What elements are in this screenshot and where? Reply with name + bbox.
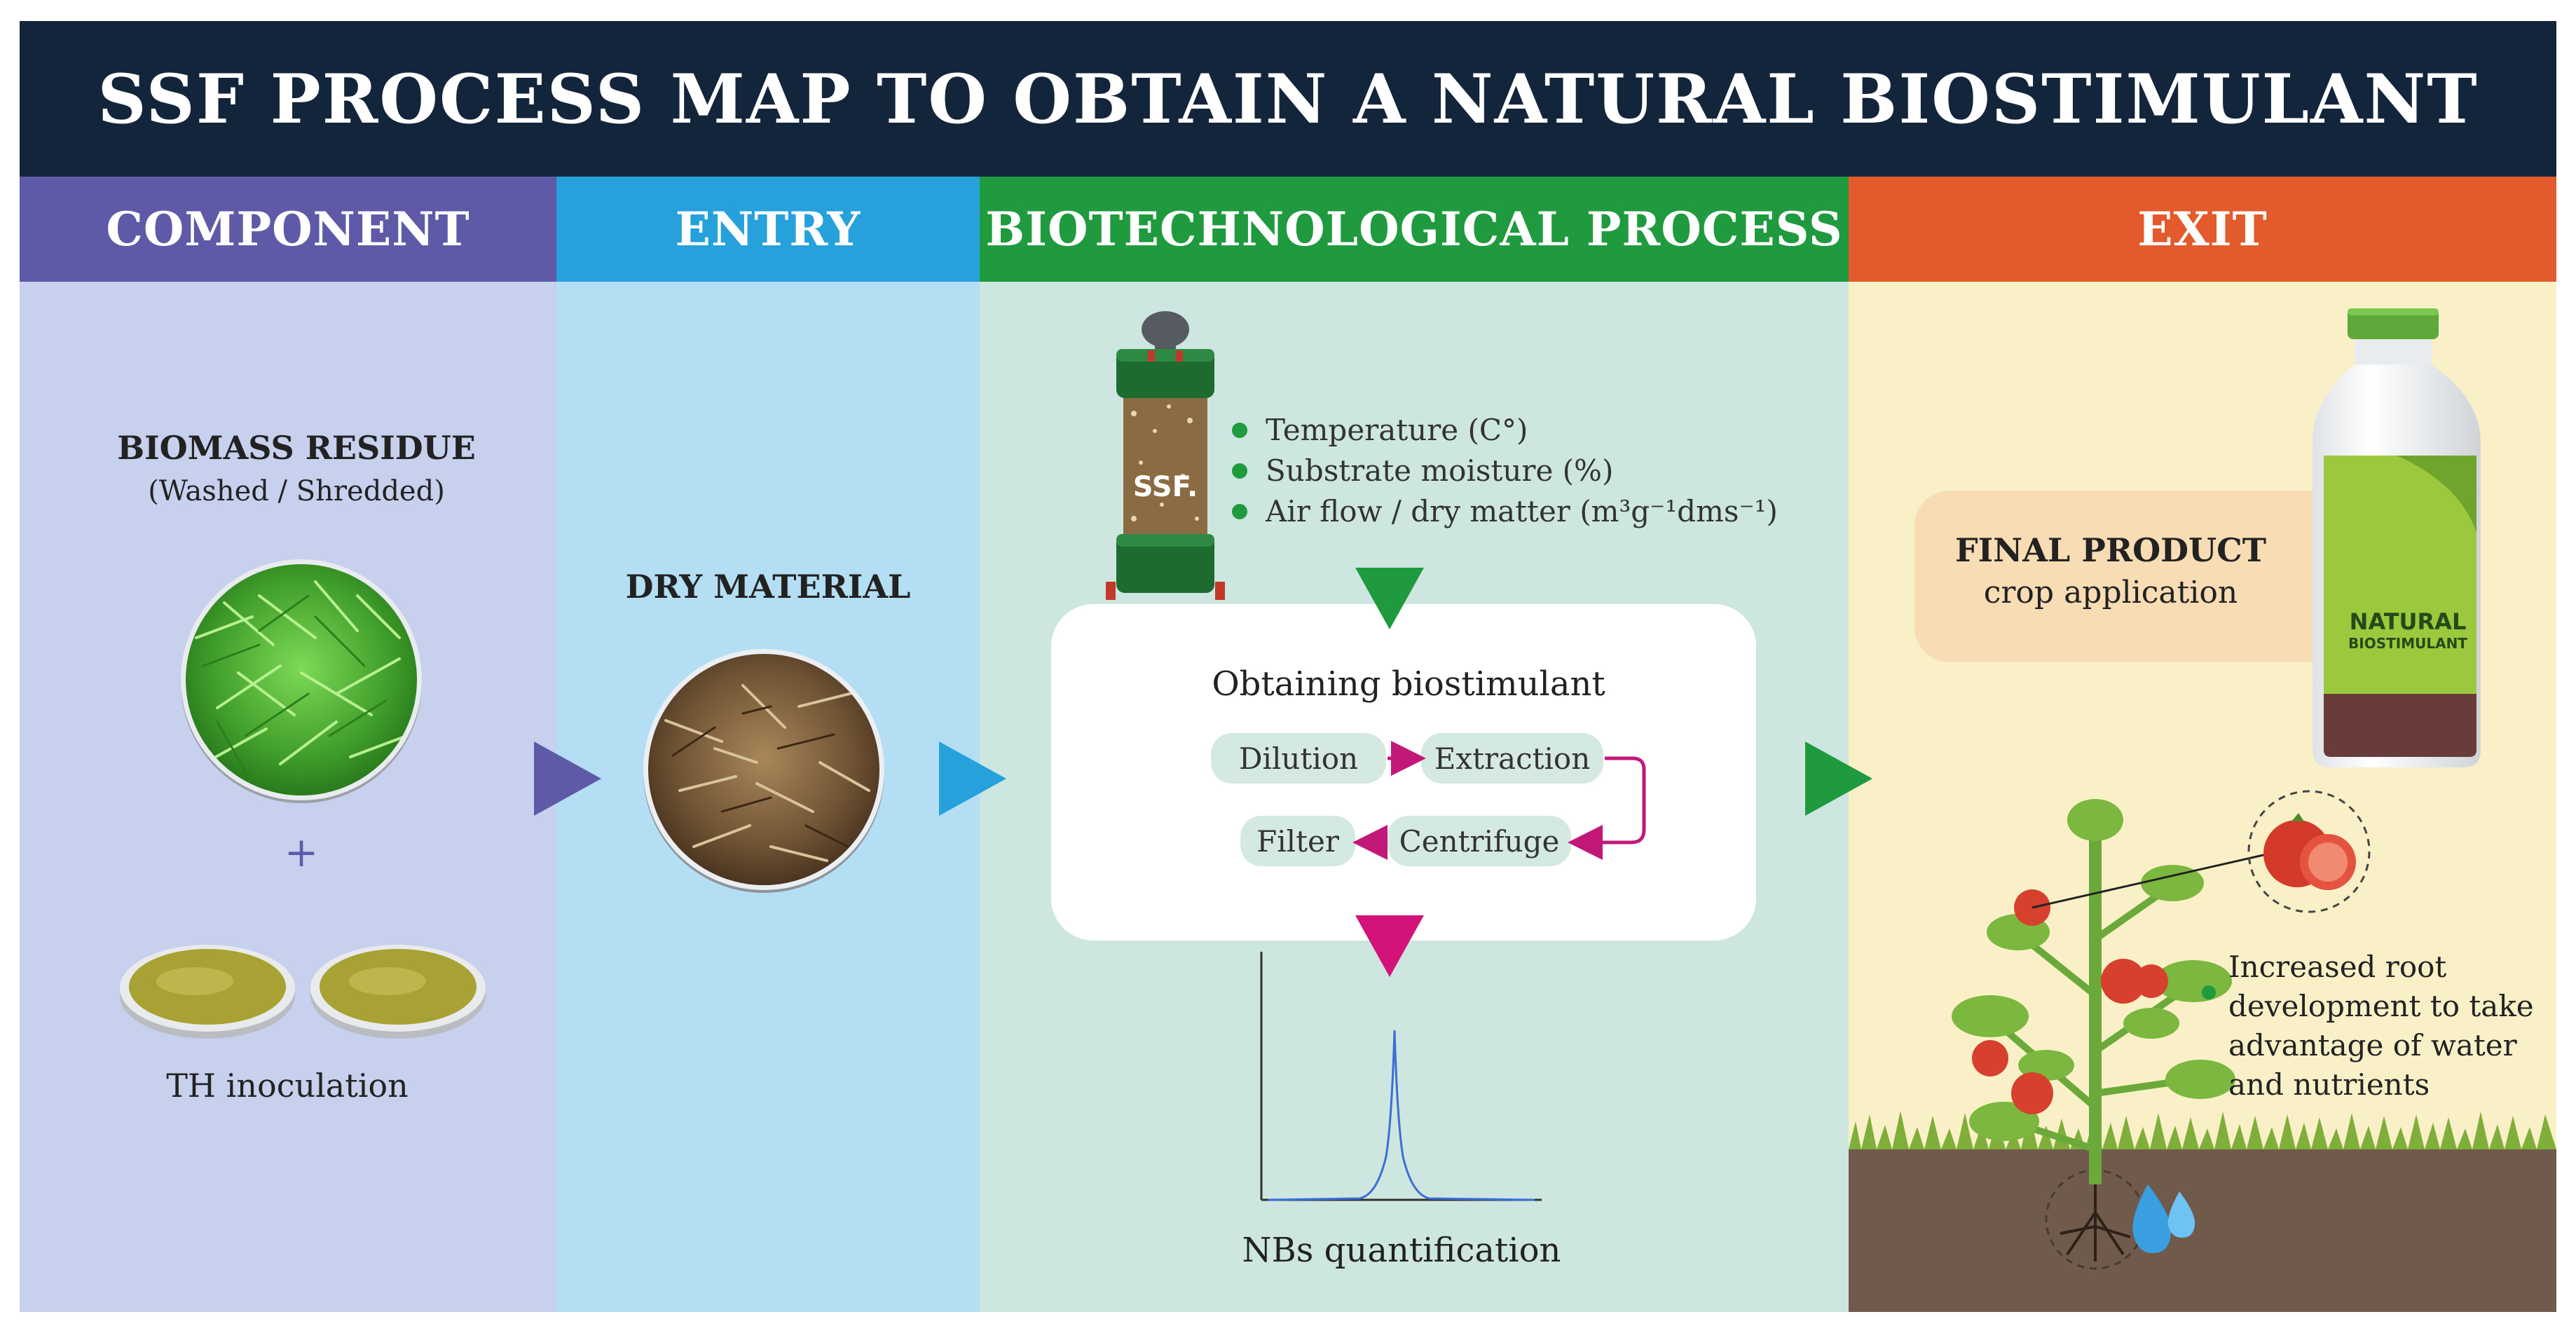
bullet-icon bbox=[2202, 985, 2216, 999]
column-header-entry: ENTRY bbox=[556, 177, 980, 282]
process-parameter-list: Temperature (C°) Substrate moisture (%) … bbox=[1232, 410, 1778, 532]
column-header-exit: EXIT bbox=[1849, 177, 2556, 282]
column-header-component: COMPONENT bbox=[20, 177, 556, 282]
obtaining-biostimulant-title: Obtaining biostimulant bbox=[1212, 664, 1605, 704]
bottle-icon bbox=[2313, 308, 2481, 767]
final-product-title: FINAL PRODUCT bbox=[1954, 531, 2266, 569]
plus-sign: + bbox=[284, 828, 319, 876]
parameter-item: Air flow / dry matter (m³g⁻¹dms⁻¹) bbox=[1232, 491, 1778, 532]
arrow-process-to-exit-icon bbox=[1805, 741, 1872, 816]
soil-ground bbox=[1849, 1111, 2556, 1312]
bottle-label-biostimulant: BIOSTIMULANT bbox=[2348, 635, 2467, 652]
dry-material-label: DRY MATERIAL bbox=[625, 568, 911, 606]
benefit-text: Increased root development to take advan… bbox=[2202, 948, 2534, 1105]
step-filter: Filter bbox=[1240, 816, 1355, 866]
step-extraction: Extraction bbox=[1421, 733, 1603, 784]
bottle-label-natural: NATURAL bbox=[2349, 608, 2467, 635]
parameter-item: Substrate moisture (%) bbox=[1232, 451, 1778, 491]
process-flow-arrows bbox=[1352, 741, 1646, 860]
dry-material-image bbox=[643, 649, 884, 893]
arrow-entry-to-process-icon bbox=[939, 741, 1006, 816]
bullet-icon bbox=[1232, 463, 1247, 479]
water-drop-icon bbox=[2132, 1184, 2195, 1253]
biomass-residue-subtitle: (Washed / Shredded) bbox=[148, 475, 445, 507]
arrow-into-box-icon bbox=[1355, 568, 1424, 629]
diagram-title: SSF PROCESS MAP TO OBTAIN A NATURAL BIOS… bbox=[20, 21, 2556, 177]
step-dilution: Dilution bbox=[1211, 733, 1386, 784]
column-header-process: BIOTECHNOLOGICAL PROCESS bbox=[980, 177, 1849, 282]
parameter-item: Temperature (C°) bbox=[1232, 410, 1778, 451]
arrow-out-of-box-icon bbox=[1355, 915, 1424, 977]
bullet-icon bbox=[1232, 504, 1247, 519]
grass-image bbox=[181, 559, 422, 803]
chromatogram-plot bbox=[1260, 952, 1542, 1201]
ssf-reactor-label: SSF. bbox=[1132, 471, 1198, 503]
biomass-residue-title: BIOMASS RESIDUE bbox=[117, 429, 476, 467]
final-product-subtitle: crop application bbox=[1983, 575, 2238, 610]
nbs-quantification-label: NBs quantification bbox=[1242, 1231, 1561, 1270]
petri-dish-icon bbox=[120, 945, 486, 1039]
ssf-reactor-icon bbox=[1106, 311, 1225, 600]
tomato-zoom-icon bbox=[2247, 790, 2371, 913]
tomato-plant-icon bbox=[1952, 799, 2264, 1270]
bullet-icon bbox=[1232, 423, 1247, 438]
th-inoculation-label: TH inoculation bbox=[166, 1067, 409, 1105]
step-centrifuge: Centrifuge bbox=[1388, 816, 1571, 866]
arrow-component-to-entry-icon bbox=[534, 741, 601, 816]
